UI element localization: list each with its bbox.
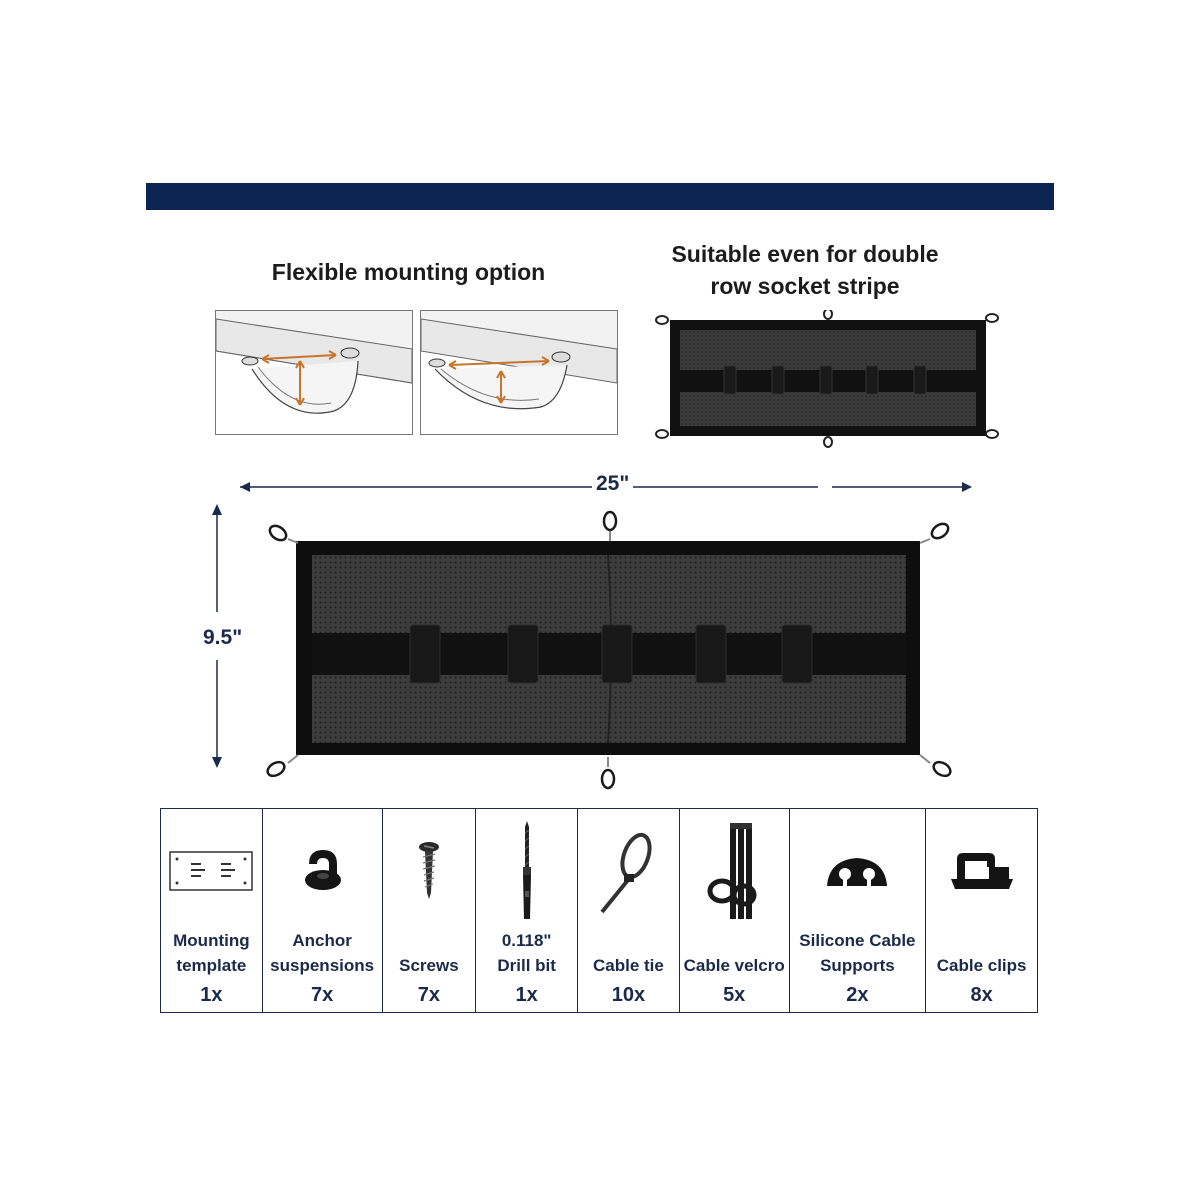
width-label: 25"	[592, 472, 634, 496]
cable-net-image	[258, 505, 968, 795]
anchor-icon	[305, 850, 342, 890]
item-name: Cable tie	[593, 956, 664, 975]
small-cable-net-image	[652, 310, 1002, 450]
item-qty: 7x	[311, 984, 334, 1006]
item-screws: Screws 7x	[383, 809, 477, 1012]
height-dimension-arrow	[206, 502, 228, 770]
item-qty: 7x	[417, 984, 441, 1006]
item-qty: 8x	[970, 984, 993, 1006]
item-qty: 5x	[723, 984, 746, 1006]
item-name: Screws	[399, 956, 459, 975]
screw-icon	[418, 842, 439, 899]
item-cable-tie: Cable tie 10x	[578, 809, 680, 1012]
item-qty: 1x	[200, 984, 223, 1006]
item-cable-clips: Cable clips 8x	[926, 809, 1037, 1012]
suitable-heading-line2: row socket stripe	[710, 273, 900, 299]
item-drill-bit: 0.118"Drill bit 1x	[476, 809, 579, 1012]
item-cable-velcro: Cable velcro 5x	[680, 809, 790, 1012]
item-name: Cable velcro	[683, 956, 785, 975]
template-icon	[169, 851, 254, 891]
item-name: 0.118"Drill bit	[497, 931, 556, 975]
item-qty: 10x	[611, 984, 646, 1006]
drill-bit-icon	[522, 821, 531, 919]
silicone-support-icon	[827, 858, 888, 886]
item-qty: 2x	[846, 984, 869, 1006]
cable-clip-icon	[950, 853, 1013, 889]
top-banner	[146, 183, 1054, 210]
mounting-illustration-loose	[215, 310, 413, 435]
cable-tie-icon	[600, 832, 652, 914]
velcro-icon	[707, 823, 757, 919]
suitable-heading-line1: Suitable even for double	[671, 241, 939, 267]
height-label: 9.5"	[203, 626, 243, 649]
flexible-heading: Flexible mounting option	[271, 259, 546, 285]
width-dimension-arrow	[238, 476, 974, 498]
item-name: Cable clips	[936, 956, 1027, 975]
item-qty: 1x	[515, 984, 538, 1006]
mounting-illustration-tight	[420, 310, 618, 435]
